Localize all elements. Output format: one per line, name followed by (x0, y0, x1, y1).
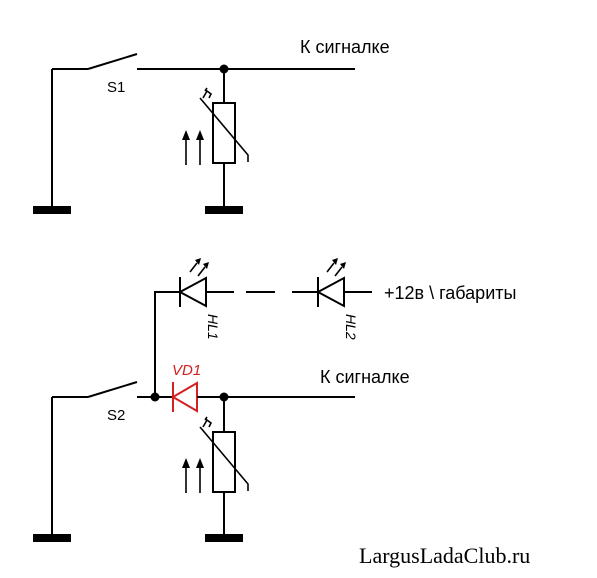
led-hl2: HL2 (315, 258, 372, 340)
bottom-circuit: HL1 HL2 +12в \ габариты VD1 (33, 258, 516, 542)
light-arrow-icon (185, 138, 201, 165)
ground-symbol (205, 206, 243, 214)
photoresistor-slash (199, 97, 249, 162)
led-feed-wire (154, 291, 180, 397)
light-sensitivity-mark (202, 87, 213, 99)
top-circuit: S1 К сигналке (33, 37, 390, 214)
arrow-head-icon (195, 258, 201, 265)
diode-vd1-triangle (171, 381, 198, 413)
arrow-head-icon (182, 130, 190, 140)
photoresistor-body (212, 431, 236, 493)
switch-s2-label: S2 (107, 407, 125, 424)
switch-s2-blade (87, 381, 138, 398)
bottom-left-wire (51, 396, 88, 536)
led-hl2-triangle (315, 276, 345, 308)
switch-s1-label: S1 (107, 79, 125, 96)
light-sensitivity-mark (202, 416, 213, 428)
emission-arrow-icon (189, 262, 206, 277)
arrow-head-icon (203, 262, 209, 269)
led-hl1: HL1 (177, 258, 234, 340)
top-left-wire (51, 68, 88, 208)
photoresistor-body (212, 102, 236, 164)
led-hl2-label: HL2 (343, 314, 359, 340)
arrow-head-icon (182, 458, 190, 468)
switch-s1-blade (87, 53, 138, 70)
ground-symbol (33, 534, 71, 542)
led-hl1-triangle (177, 276, 207, 308)
diode-vd1: VD1 (155, 362, 224, 413)
arrow-head-icon (340, 262, 346, 269)
ground-symbol (33, 206, 71, 214)
supply-label: +12в \ габариты (384, 283, 516, 303)
emission-arrow-icon (326, 262, 343, 277)
bottom-output-label: К сигналке (320, 367, 410, 387)
photoresistor-slash (199, 426, 249, 491)
light-arrow-icon (185, 466, 201, 493)
watermark-text: LargusLadaClub.ru (359, 543, 530, 568)
arrow-head-icon (196, 458, 204, 468)
diode-vd1-label: VD1 (172, 362, 201, 379)
arrow-head-icon (332, 258, 338, 265)
arrow-head-icon (196, 130, 204, 140)
top-output-label: К сигналке (300, 37, 390, 57)
ground-symbol (205, 534, 243, 542)
led-hl1-label: HL1 (205, 314, 221, 340)
